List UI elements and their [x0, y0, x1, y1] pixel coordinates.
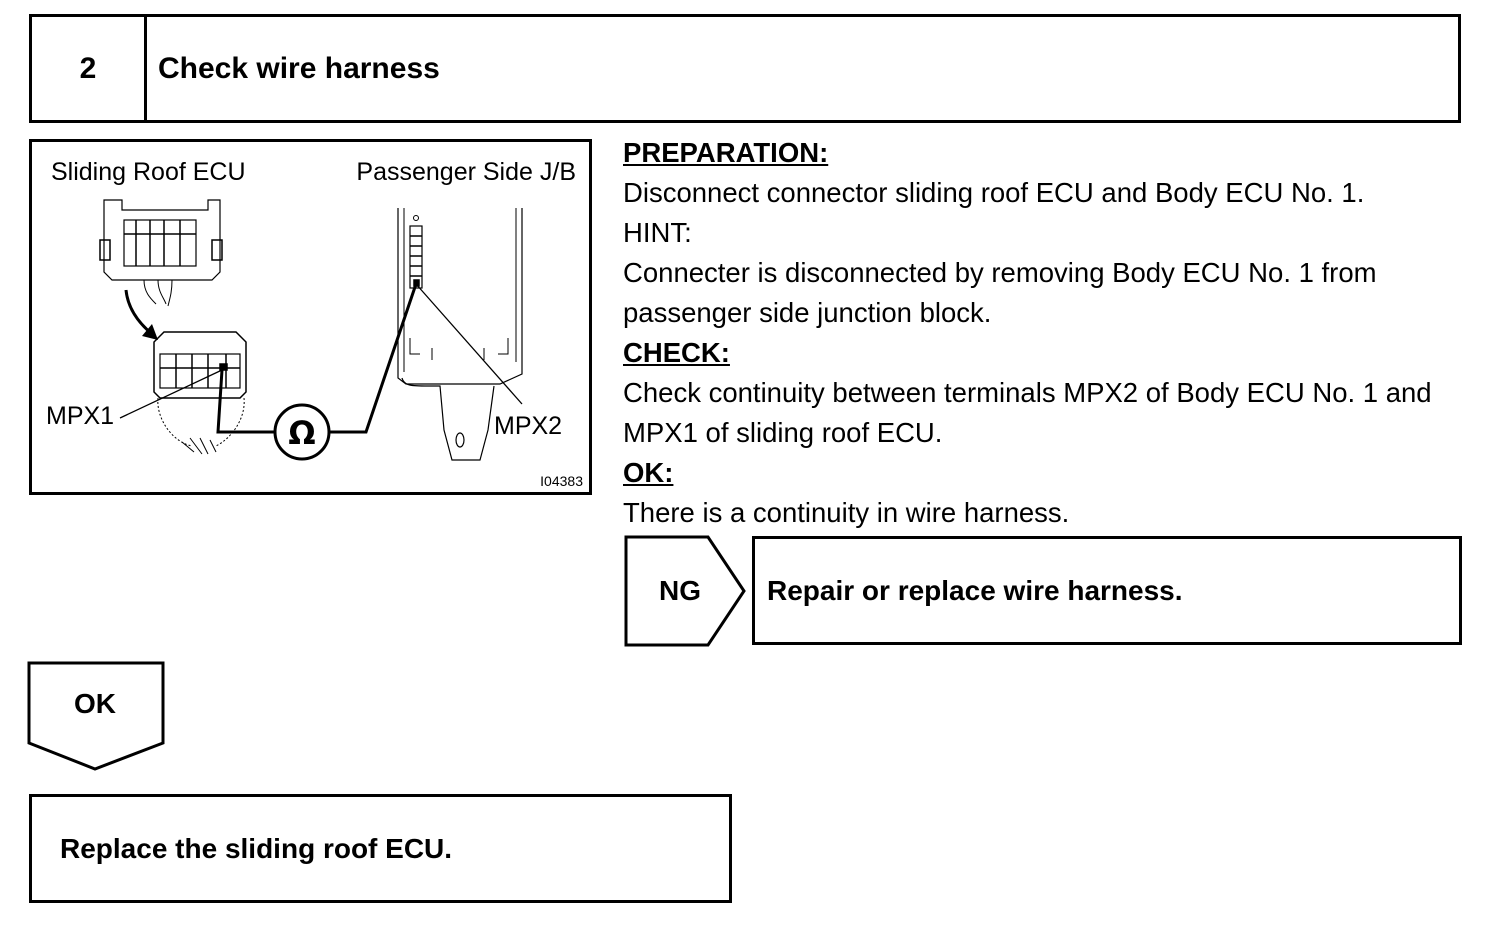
- preparation-heading: PREPARATION:: [623, 137, 829, 168]
- wiring-diagram: Sliding Roof ECU Passenger Side J/B MPX1…: [29, 139, 592, 495]
- label-mpx1: MPX1: [46, 402, 114, 430]
- figure-code: I04383: [540, 473, 583, 489]
- ok-result-box: Replace the sliding roof ECU.: [29, 794, 732, 903]
- ok-heading: OK:: [623, 457, 674, 488]
- ok-arrow-tag: OK: [27, 661, 165, 771]
- label-mpx2: MPX2: [494, 412, 562, 440]
- preparation-text: Disconnect connector sliding roof ECU an…: [623, 177, 1365, 208]
- ohmmeter-icon: Ω: [288, 414, 315, 452]
- label-sliding-roof-ecu: Sliding Roof ECU: [51, 158, 246, 186]
- ng-action-text: Repair or replace wire harness.: [767, 574, 1183, 606]
- hint-heading: HINT:: [623, 217, 692, 248]
- instructions: PREPARATION: Disconnect connector slidin…: [623, 133, 1473, 533]
- ok-text: There is a continuity in wire harness.: [623, 497, 1070, 528]
- hint-text: Connecter is disconnected by removing Bo…: [623, 257, 1377, 328]
- step-number: 2: [32, 17, 147, 120]
- label-passenger-side-jb: Passenger Side J/B: [356, 158, 576, 186]
- diagram-illustration: Sliding Roof ECU Passenger Side J/B MPX1…: [46, 158, 583, 489]
- step-title: Check wire harness: [158, 51, 440, 85]
- check-heading: CHECK:: [623, 337, 730, 368]
- ng-arrow-tag: NG: [624, 535, 746, 647]
- ng-result-box: Repair or replace wire harness.: [752, 536, 1462, 645]
- ng-label: NG: [659, 575, 701, 606]
- check-text: Check continuity between terminals MPX2 …: [623, 377, 1432, 448]
- ok-action-text: Replace the sliding roof ECU.: [60, 832, 453, 864]
- step-header: 2 Check wire harness: [29, 14, 1461, 123]
- ok-label: OK: [74, 688, 116, 719]
